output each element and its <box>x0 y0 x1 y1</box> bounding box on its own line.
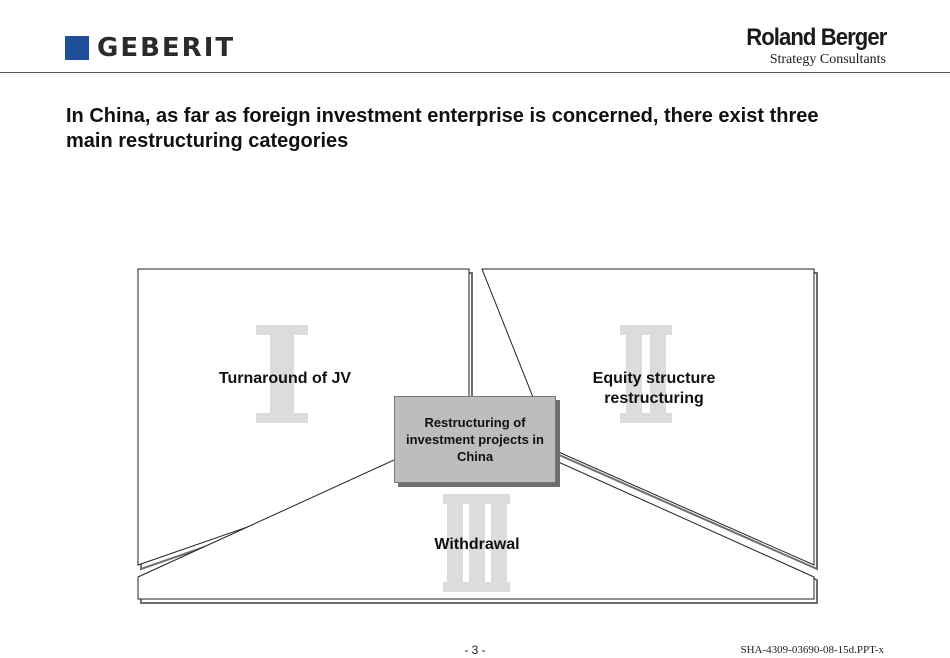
slide-title: In China, as far as foreign investment e… <box>66 105 819 152</box>
numeral-ii-watermark <box>620 325 672 423</box>
center-box-label: Restructuring of investment projects in … <box>406 415 544 464</box>
page-number: - 3 - <box>464 643 486 657</box>
geberit-logo-text: GEBERIT <box>97 33 236 63</box>
numeral-i-watermark <box>256 325 308 423</box>
roland-berger-name: Roland Berger <box>745 24 887 51</box>
geberit-logo-square <box>65 36 89 60</box>
geberit-logo: GEBERIT <box>65 34 235 62</box>
roland-berger-subtitle: Strategy Consultants <box>769 52 886 67</box>
header-divider <box>0 72 950 73</box>
roland-berger-logo: Roland Berger Strategy Consultants <box>734 24 887 68</box>
document-id: SHA-4309-03690-08-15d.PPT-x <box>740 644 884 656</box>
numeral-iii-watermark <box>443 494 510 592</box>
quadrant-ii-label: Equity structure restructuring <box>592 370 716 407</box>
center-box: Restructuring of investment projects in … <box>394 396 556 483</box>
quadrant-i-label: Turnaround of JV <box>218 370 352 387</box>
quadrant-iii-label: Withdrawal <box>434 536 520 553</box>
